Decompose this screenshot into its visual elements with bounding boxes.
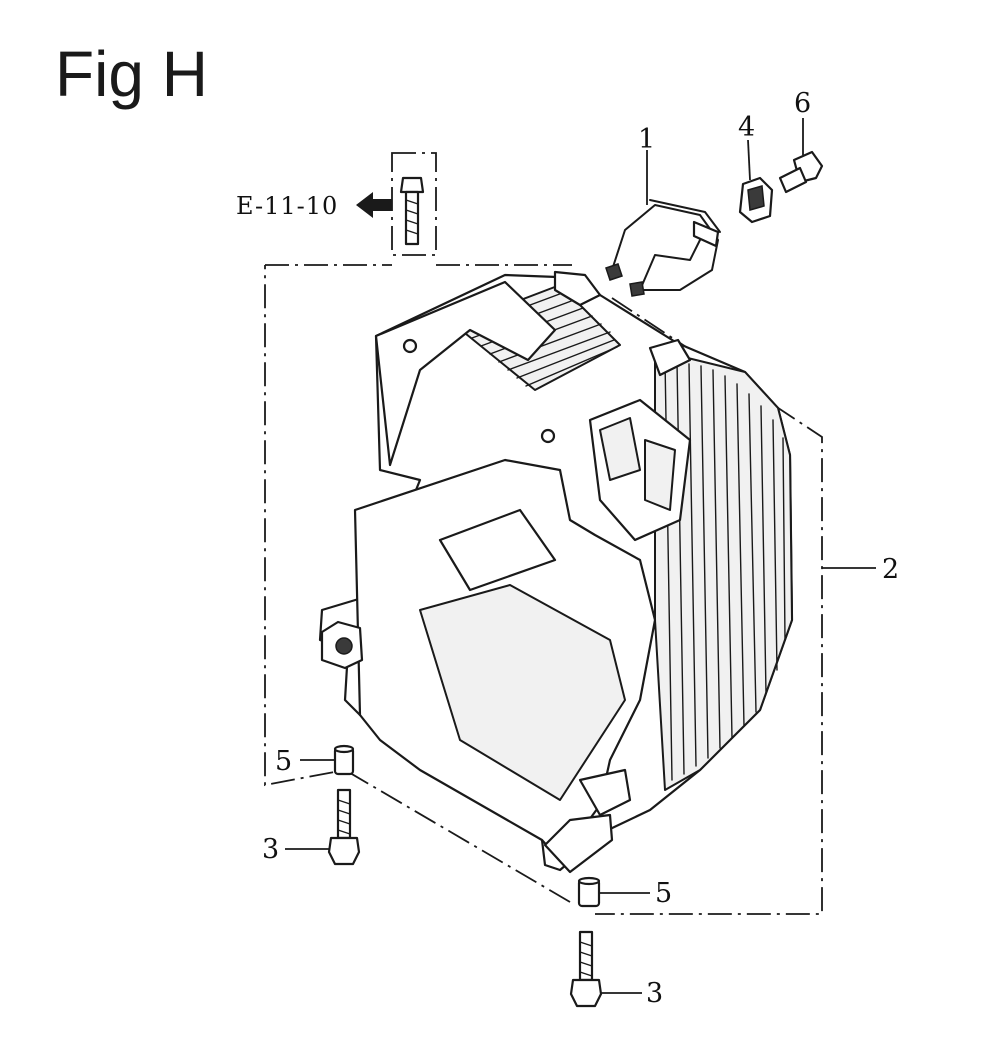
wire-bracket [611,204,719,291]
collar-upper-part [333,744,355,776]
bolt-right-part [569,930,603,1008]
clip-nut-part [738,176,774,224]
bolt-head [399,176,425,194]
side-fin-lines [664,359,786,781]
duct-upper-wall [438,508,557,592]
bolt-right-head [569,978,603,1008]
shroud-left-flange [374,280,557,467]
callout-4: 4 [738,112,755,143]
shroud-side-fins [654,349,793,791]
leader-lines [285,118,876,994]
collar-lower-part [577,876,601,908]
lower-right-foot [543,813,614,874]
inner-box-slot [599,417,641,481]
reference-bolt-box [391,152,437,256]
wire-bracket-part [605,199,721,297]
reference-bolt [391,152,437,256]
mount-hole-middle [540,428,556,444]
wire-bracket-end-left [605,263,623,281]
inner-box-slot-2 [644,439,676,511]
callout-5-left: 5 [275,746,292,777]
callout-1: 1 [638,124,655,155]
callout-5-right: 5 [655,878,672,909]
engine-shroud-part [318,270,794,874]
top-right-tab [648,338,692,377]
bolt-shank [404,190,420,246]
callout-2: 2 [882,554,899,585]
mount-hole-top [402,338,418,354]
callout-3-left: 3 [262,834,279,865]
wire-bracket-end-right [629,281,645,297]
figure-title: Fig H [55,38,208,110]
bolt-left-head [327,836,361,866]
arrow-left-icon [356,192,392,218]
callout-6: 6 [794,88,811,119]
top-notch [553,270,602,307]
bolt-left-part [327,788,361,866]
lower-right-bracket [578,768,632,817]
screw-shank [778,166,808,194]
leader-4 [747,139,751,181]
lower-left-lug-hole [335,637,353,655]
duct-inner-floor [419,584,626,801]
reference-pointer[interactable]: E-11-10 [236,192,392,220]
screw-part [778,150,824,194]
reference-label: E-11-10 [236,192,338,220]
wire-bracket-clip [692,220,720,248]
callout-3-right: 3 [646,978,663,1009]
clip-nut-window [747,185,765,211]
